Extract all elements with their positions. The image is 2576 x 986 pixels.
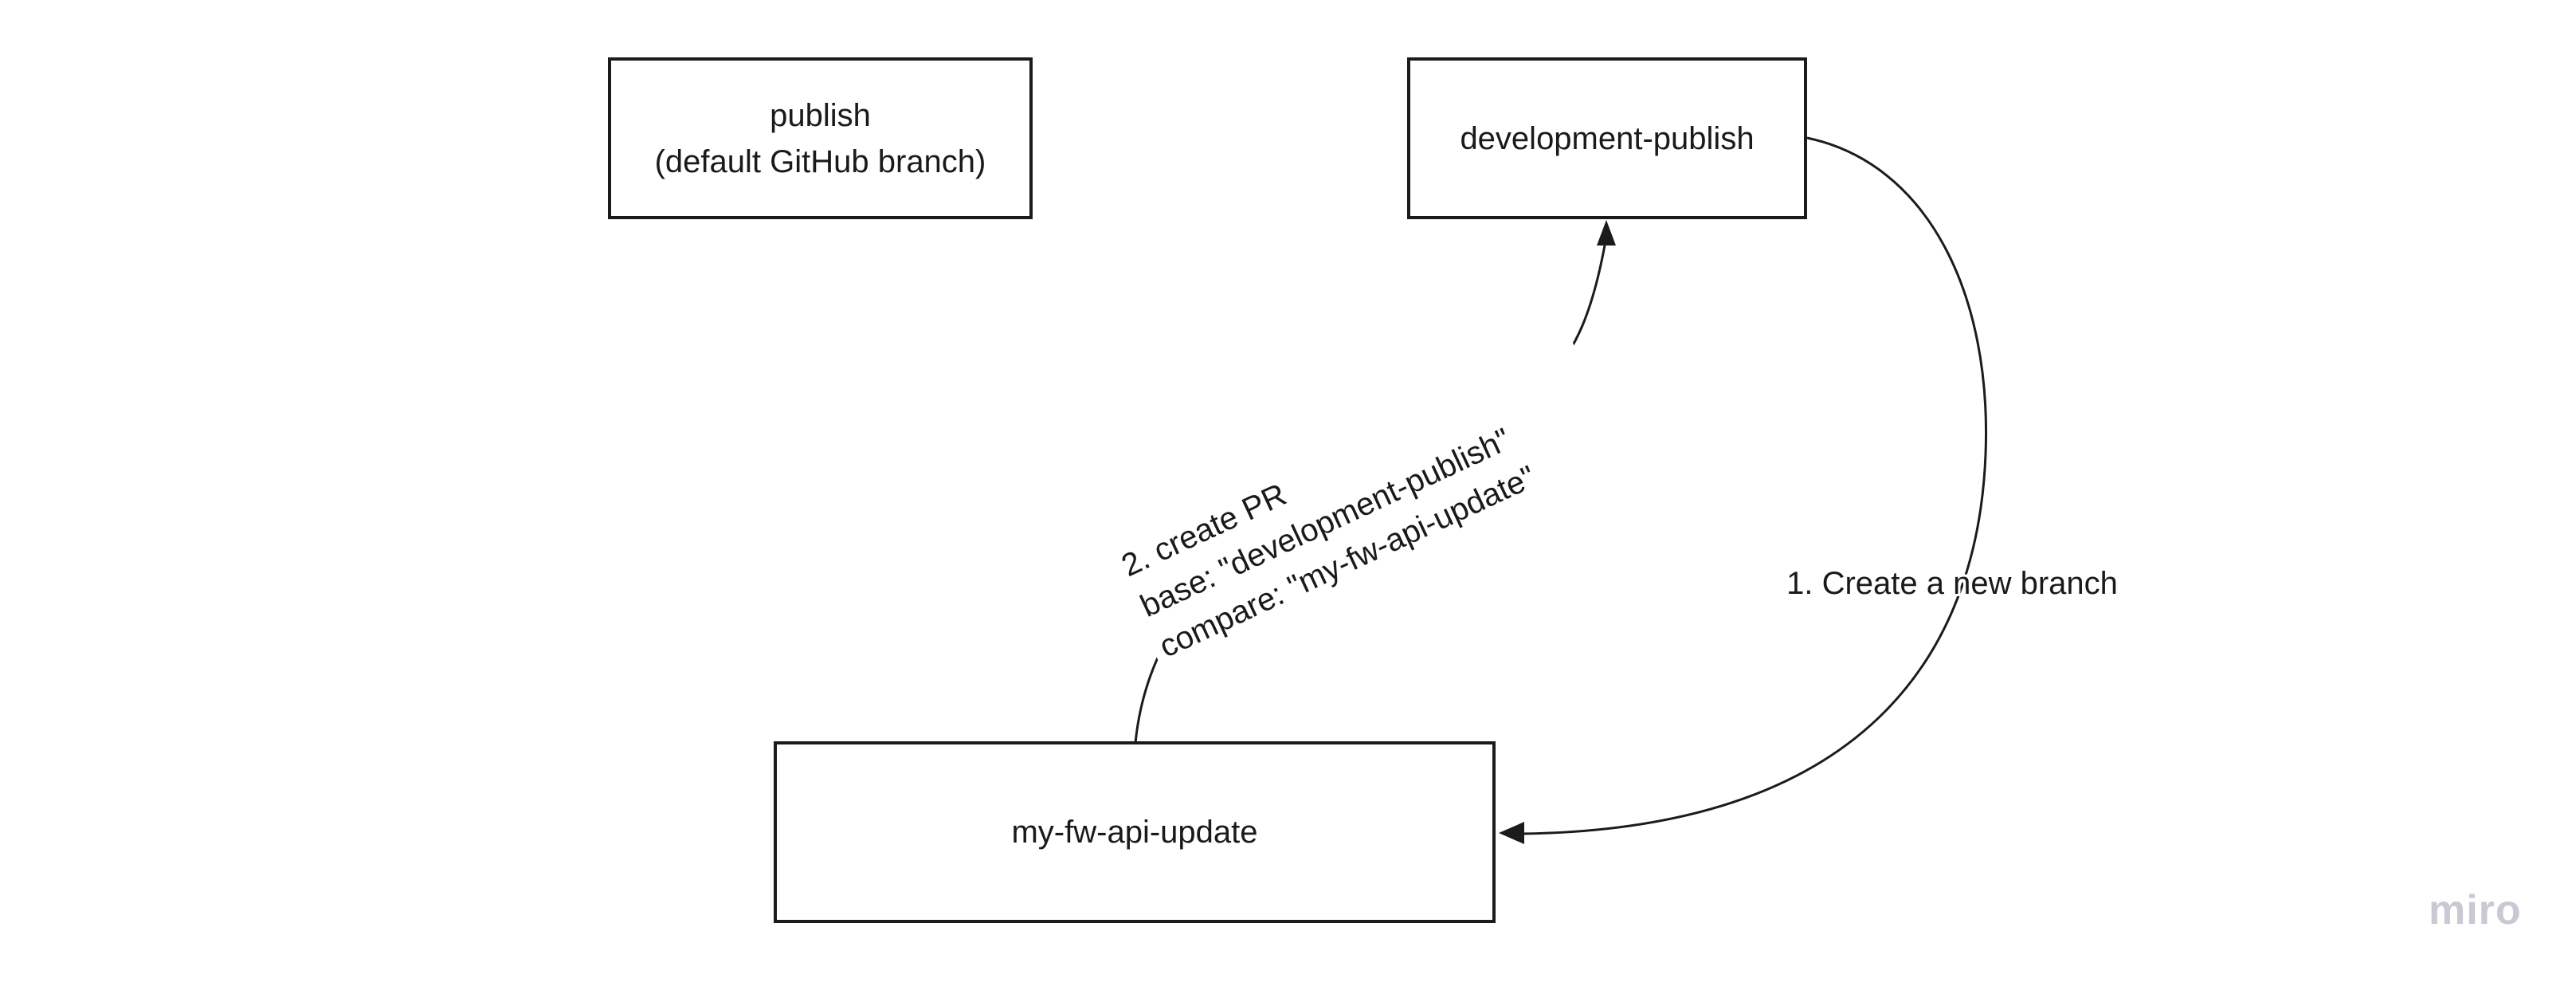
shape-development-publish[interactable]: development-publish: [1407, 57, 1807, 219]
shape-my-fw-api-update[interactable]: my-fw-api-update: [774, 741, 1496, 923]
shape-publish-label: publish (default GitHub branch): [654, 97, 986, 179]
shape-development-publish-label: development-publish: [1460, 120, 1755, 156]
miro-watermark[interactable]: miro: [2429, 887, 2522, 933]
connector-label-create-pr[interactable]: 2. create PR base: "development-publish"…: [1104, 329, 1629, 678]
shape-publish[interactable]: publish (default GitHub branch): [608, 57, 1033, 219]
connector-label-create-branch[interactable]: 1. Create a new branch: [1786, 566, 2118, 601]
shape-my-fw-api-update-label: my-fw-api-update: [1011, 815, 1258, 850]
connector-create-branch[interactable]: [1499, 136, 1988, 844]
arrowhead-left-icon: [1499, 822, 1524, 844]
connector-create-branch-line[interactable]: [1521, 136, 1988, 835]
arrowhead-up-icon: [1597, 220, 1616, 246]
